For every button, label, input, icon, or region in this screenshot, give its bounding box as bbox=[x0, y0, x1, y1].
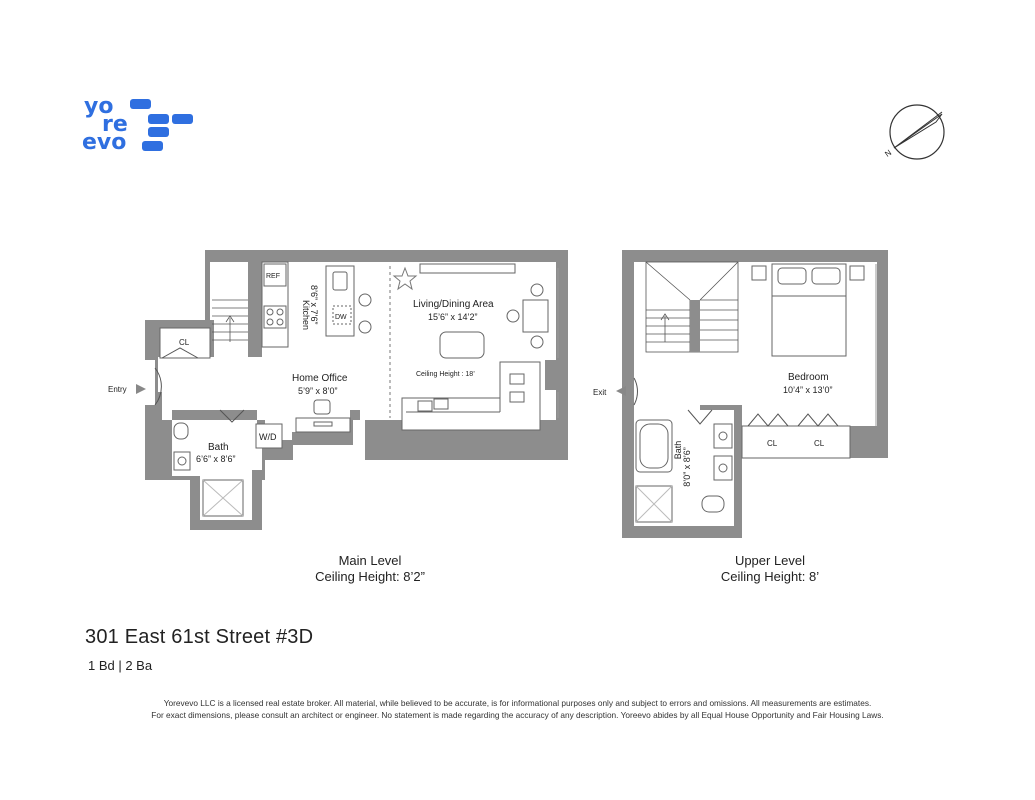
upper-level-ceiling-height: Ceiling Height: 8’ bbox=[720, 569, 820, 584]
logo-text-line-1: yo bbox=[84, 94, 114, 119]
main-closet bbox=[159, 327, 211, 359]
office-name: Home Office bbox=[292, 373, 348, 384]
closet-label-1: CL bbox=[767, 439, 778, 448]
office-desk bbox=[295, 417, 351, 433]
disclaimer-line-1: Yorevevo LLC is a licensed real estate b… bbox=[163, 698, 872, 708]
living-ceiling-note: Ceiling Height : 18’ bbox=[416, 371, 475, 378]
closet-label-2: CL bbox=[814, 439, 825, 448]
disclaimer-line-2: For exact dimensions, please consult an … bbox=[151, 710, 884, 720]
main-level-title: Main Level bbox=[338, 553, 402, 568]
main-closet-label: CL bbox=[179, 338, 190, 347]
washer-dryer bbox=[255, 423, 283, 449]
upper-level-caption: Upper Level Ceiling Height: 8’ bbox=[710, 553, 830, 585]
main-bath-dims: 6’6” x 8’6” bbox=[196, 454, 236, 464]
upper-bath-toilet bbox=[701, 495, 725, 513]
living-name: Living/Dining Area bbox=[413, 299, 494, 310]
main-stairs bbox=[212, 299, 248, 342]
entry-arrow-icon bbox=[136, 384, 146, 394]
legal-disclaimer: Yorevevo LLC is a licensed real estate b… bbox=[40, 697, 995, 721]
bedroom-name: Bedroom bbox=[788, 372, 829, 383]
kitchen-name: Kitchen bbox=[301, 300, 311, 330]
logo-bricks-icon bbox=[130, 99, 193, 151]
dw-label: DW bbox=[335, 314, 347, 321]
nightstand-left bbox=[751, 265, 767, 281]
entry-label: Entry bbox=[108, 385, 127, 394]
stove bbox=[263, 305, 287, 329]
refrigerator bbox=[263, 263, 287, 287]
upper-bath-dims: 8’0” x 8’6” bbox=[682, 447, 692, 487]
kitchen-island bbox=[325, 265, 355, 337]
wd-label: W/D bbox=[259, 432, 277, 442]
nightstand-right bbox=[849, 265, 865, 281]
office-chair bbox=[313, 399, 331, 415]
bedroom-closets bbox=[741, 425, 851, 459]
office-dims: 5’9” x 8’0” bbox=[298, 386, 338, 396]
upper-bath-sink-1 bbox=[713, 423, 733, 449]
listing-bed-bath: 1 Bd | 2 Ba bbox=[88, 658, 153, 673]
upper-stairs bbox=[645, 261, 739, 353]
upper-bath-name: Bath bbox=[673, 441, 683, 460]
main-level-plan: CL Entry REF Kitchen 8’6” x 7’6” DW Livi… bbox=[108, 250, 568, 530]
coffee-table bbox=[439, 331, 485, 359]
listing-address: 301 East 61st Street #3D bbox=[85, 626, 314, 648]
upper-bath-sink-2 bbox=[713, 455, 733, 481]
logo-text-line-3: evo bbox=[82, 130, 127, 155]
compass-north-label: N bbox=[883, 148, 893, 159]
exit-arrow-icon bbox=[616, 386, 626, 396]
upper-bath-tub bbox=[635, 419, 673, 473]
main-bath-sink bbox=[173, 451, 191, 471]
main-level-ceiling-height: Ceiling Height: 8’2” bbox=[315, 569, 425, 584]
main-bath-toilet bbox=[173, 422, 189, 440]
north-compass-icon: N bbox=[883, 104, 945, 160]
plant-icon bbox=[392, 266, 418, 291]
logo-text-line-2: re bbox=[102, 112, 128, 137]
main-bath-name: Bath bbox=[208, 442, 229, 453]
bedroom-dims: 10’4” x 13’0” bbox=[783, 385, 833, 395]
living-dims: 15’6” x 14’2” bbox=[428, 312, 478, 322]
brand-logo: yo re evo bbox=[80, 92, 200, 162]
exit-label: Exit bbox=[593, 388, 607, 397]
dining-table bbox=[522, 299, 549, 333]
tv-console bbox=[419, 263, 516, 274]
ref-label: REF bbox=[266, 273, 280, 280]
upper-level-title: Upper Level bbox=[734, 553, 806, 568]
upper-level-plan: Exit Bedroom 10’4” x 13’0” CL CL Bath 8’… bbox=[593, 250, 888, 538]
kitchen-dims: 8’6” x 7’6” bbox=[309, 285, 319, 325]
main-level-caption: Main Level Ceiling Height: 8’2” bbox=[305, 553, 435, 585]
